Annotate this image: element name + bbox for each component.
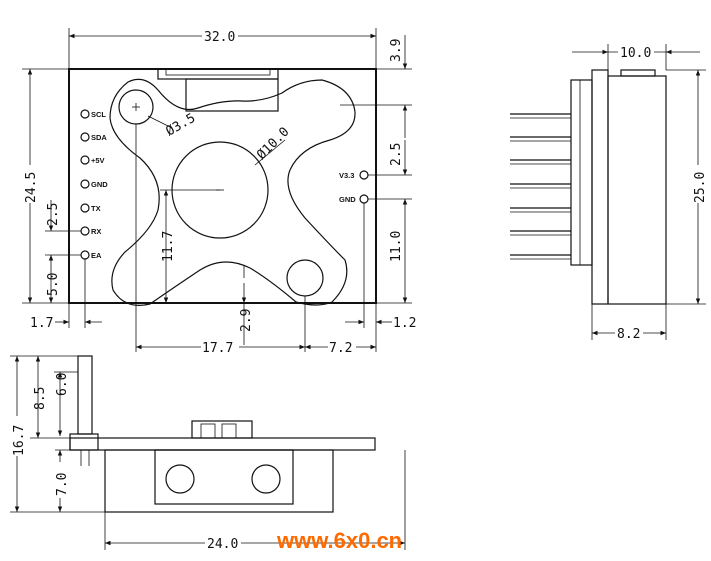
front-pin-header bbox=[69, 433, 99, 451]
side-top-tab bbox=[620, 69, 656, 77]
dim-left-margin: 1.7 bbox=[30, 316, 53, 331]
pin-hole-rx bbox=[80, 226, 90, 236]
sensor-plate bbox=[109, 78, 356, 306]
front-view: 16.7 8.5 6.0 7.0 24.0 bbox=[9, 355, 406, 552]
pin-hole-scl bbox=[80, 109, 90, 119]
top-notch bbox=[185, 78, 279, 112]
side-board bbox=[591, 69, 609, 305]
pin-label-sda: SDA bbox=[91, 133, 107, 142]
pin-label-v33: V3.3 bbox=[339, 171, 354, 180]
pin-label-5v: +5V bbox=[91, 156, 105, 165]
pin-hole-gnd bbox=[80, 179, 90, 189]
pin-label-gnd-right: GND bbox=[339, 195, 356, 204]
front-body-inner bbox=[154, 449, 294, 505]
side-view: 10.0 25.0 8.2 bbox=[510, 44, 708, 342]
dim-front-width: 24.0 bbox=[207, 537, 238, 552]
dim-right-height: 11.0 bbox=[389, 231, 404, 262]
dim-side-bottom: 8.2 bbox=[617, 327, 640, 342]
dim-lower-gap: 2.9 bbox=[239, 309, 254, 332]
dim-right-pitch: 2.5 bbox=[389, 143, 404, 166]
dim-front-body-height: 7.0 bbox=[55, 473, 70, 496]
dim-front-total: 16.7 bbox=[12, 425, 27, 456]
hole-large-label: Ø10.0 bbox=[254, 125, 292, 163]
front-hole-right bbox=[251, 464, 281, 494]
pin-label-gnd: GND bbox=[91, 180, 108, 189]
pin-hole-5v bbox=[80, 155, 90, 165]
front-pin bbox=[77, 355, 93, 435]
dim-right-margin: 1.2 bbox=[393, 316, 416, 331]
right-pin-column: V3.3 GND bbox=[339, 170, 369, 204]
left-pin-column: SCL SDA +5V GND TX RX EA bbox=[80, 109, 108, 260]
dim-hole-right: 7.2 bbox=[329, 341, 352, 356]
top-connector bbox=[157, 68, 279, 80]
top-connector-inner bbox=[165, 68, 271, 76]
hole-small-label: Ø3.5 bbox=[164, 111, 199, 140]
pin-label-rx: RX bbox=[91, 227, 101, 236]
pin-hole-tx bbox=[80, 203, 90, 213]
dim-pin-bottom: 5.0 bbox=[46, 273, 61, 296]
dim-height: 24.5 bbox=[24, 172, 39, 203]
front-hole-left bbox=[165, 464, 195, 494]
top-view: Ø3.5 Ø10.0 SCL SDA +5V GND TX RX EA V3.3… bbox=[22, 28, 416, 356]
pin-hole-sda bbox=[80, 132, 90, 142]
pin-label-ea: EA bbox=[91, 251, 102, 260]
pin-hole-v33 bbox=[359, 170, 369, 180]
side-body bbox=[607, 75, 667, 305]
pin-label-tx: TX bbox=[91, 204, 101, 213]
pin-hole-gnd-right bbox=[359, 194, 369, 204]
dim-hole-span: 17.7 bbox=[202, 341, 233, 356]
pin-label-scl: SCL bbox=[91, 110, 106, 119]
side-header bbox=[570, 79, 593, 266]
side-pins bbox=[510, 113, 571, 260]
front-board bbox=[69, 437, 376, 451]
dim-center-height: 11.7 bbox=[161, 231, 176, 262]
dim-top-offset: 3.9 bbox=[389, 39, 404, 62]
dim-side-depth: 10.0 bbox=[620, 46, 651, 61]
front-body bbox=[104, 449, 334, 513]
lower-right-hole bbox=[286, 259, 324, 297]
dim-front-pin-inner: 6.0 bbox=[55, 373, 70, 396]
dim-side-height: 25.0 bbox=[693, 172, 708, 203]
dim-width: 32.0 bbox=[204, 30, 235, 45]
dim-front-pin-height: 8.5 bbox=[33, 387, 48, 410]
pin-hole-ea bbox=[80, 250, 90, 260]
dim-pin-pitch: 2.5 bbox=[46, 203, 61, 226]
watermark: www.6x0.cn bbox=[276, 528, 402, 553]
